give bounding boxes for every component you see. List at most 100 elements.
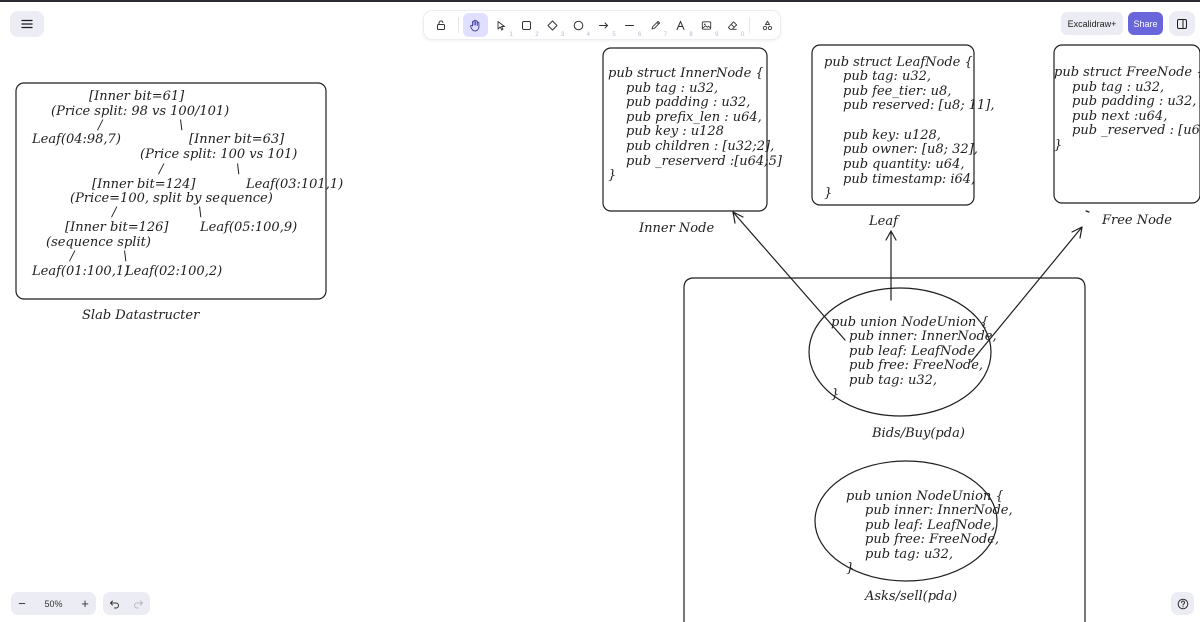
tool-eraser[interactable]: 0 — [720, 13, 746, 38]
bids-line: pub inner: InnerNode, — [849, 329, 997, 344]
slab-line: (Price split: 100 vs 101) — [140, 147, 297, 162]
inner-node-line: pub prefix_len : u64, — [626, 110, 762, 125]
stray-mark — [1085, 210, 1090, 213]
leaf-node-line: pub key: u128, — [843, 128, 941, 143]
slab-line: [Inner bit=126] — [65, 220, 169, 235]
free-node-caption: Free Node — [1101, 213, 1172, 228]
slab-line: \ — [123, 249, 127, 264]
bids-line: pub free: FreeNode, — [849, 358, 983, 373]
bids-ellipse[interactable] — [808, 287, 992, 417]
tool-text[interactable]: 8 — [668, 13, 694, 38]
tool-selection[interactable]: 1 — [488, 13, 514, 38]
slab-line: / — [110, 205, 118, 220]
help-button[interactable] — [1171, 592, 1194, 615]
tool-shortcut: 8 — [689, 32, 693, 38]
redo-button[interactable] — [127, 592, 151, 615]
slab-line: Leaf(01:100,1) — [31, 264, 129, 279]
free-node-line: pub struct FreeNode { — [1054, 65, 1200, 80]
slab-line: [Inner bit=61] — [89, 89, 185, 104]
inner-node-line: } — [608, 168, 616, 183]
tool-line[interactable]: 6 — [617, 13, 643, 38]
inner-node-line: pub key : u128 — [626, 124, 724, 139]
undo-icon — [110, 600, 120, 608]
leaf-node-box[interactable] — [811, 44, 975, 206]
redo-icon — [133, 600, 143, 608]
asks-line: } — [846, 561, 854, 576]
slab-line: \ — [236, 162, 240, 177]
slab-line: / — [68, 249, 76, 264]
slab-caption: Slab Datastructer — [82, 308, 200, 323]
asks-ellipse[interactable] — [814, 460, 998, 582]
main-menu-button[interactable] — [10, 11, 44, 37]
tool-hand[interactable] — [462, 13, 489, 37]
slab-line: (sequence split) — [46, 235, 151, 250]
inner-node-line: pub children : [u32;2], — [626, 139, 774, 154]
arrow-icon — [599, 22, 609, 28]
leaf-node-line: pub tag: u32, — [843, 69, 931, 84]
orderbook-box[interactable] — [683, 277, 1086, 622]
tool-rectangle[interactable]: 2 — [514, 13, 540, 38]
leaf-node-line: pub struct LeafNode { — [824, 55, 973, 70]
sidebar-icon — [1177, 18, 1187, 29]
image-icon — [702, 20, 712, 30]
slab-line: Leaf(05:100,9) — [199, 220, 297, 235]
help-icon — [1177, 598, 1188, 609]
hand-icon — [470, 19, 480, 31]
leaf-node-line: } — [824, 186, 832, 201]
free-node-line: pub tag : u32, — [1072, 80, 1164, 95]
text-icon — [676, 19, 685, 30]
tool-diamond[interactable]: 3 — [540, 13, 566, 38]
zoom-in-button[interactable]: + — [81, 596, 89, 611]
inner-node-line: pub padding : u32, — [626, 95, 750, 110]
shapes-icon — [762, 20, 772, 30]
asks-line: pub tag: u32, — [865, 547, 953, 562]
slab-line: \ — [179, 118, 183, 133]
inner-node-box[interactable] — [602, 47, 768, 212]
tool-shortcut: 2 — [535, 32, 539, 38]
slab-line: \ — [198, 205, 202, 220]
arrow-to-inner-node[interactable] — [732, 211, 846, 341]
tool-more-shapes[interactable] — [754, 13, 780, 37]
inner-node-caption: Inner Node — [638, 221, 714, 236]
tool-arrow[interactable]: 5 — [591, 13, 617, 38]
diamond-icon — [547, 20, 558, 30]
line-icon — [625, 24, 635, 26]
asks-caption: Asks/sell(pda) — [864, 589, 957, 604]
lock-icon — [436, 20, 445, 30]
free-node-box[interactable] — [1053, 44, 1200, 204]
asks-line: pub leaf: LeafNode, — [865, 518, 995, 533]
tool-shortcut: 4 — [586, 32, 591, 38]
zoom-controls: − 50% + — [11, 592, 96, 615]
zoom-out-button[interactable]: − — [18, 596, 26, 611]
asks-line: pub inner: InnerNode, — [865, 503, 1013, 518]
tool-shortcut: 3 — [560, 32, 565, 38]
library-sidebar-button[interactable] — [1169, 11, 1195, 36]
excalidraw-plus-button[interactable]: Excalidraw+ — [1061, 12, 1123, 35]
hamburger-icon — [21, 19, 33, 29]
circle-icon — [573, 20, 584, 30]
free-node-line: pub _reserved : [u64;9 — [1072, 123, 1200, 138]
asks-line: pub union NodeUnion { — [846, 489, 1004, 504]
share-button[interactable]: Share — [1128, 12, 1163, 35]
zoom-level[interactable]: 50% — [44, 598, 63, 609]
slab-line: Leaf(03:101,1) — [245, 177, 343, 192]
tool-image[interactable]: 9 — [694, 13, 720, 38]
tool-draw[interactable]: 7 — [642, 13, 668, 38]
bids-line: pub tag: u32, — [849, 373, 937, 388]
tool-ellipse[interactable]: 4 — [565, 13, 591, 38]
inner-node-line: pub tag : u32, — [626, 81, 718, 96]
eraser-icon — [727, 20, 737, 30]
undo-button[interactable] — [103, 592, 127, 615]
free-node-line: pub next :u64, — [1072, 109, 1167, 124]
slab-line: Leaf(04:98,7) — [31, 132, 121, 147]
slab-box[interactable] — [15, 82, 327, 300]
arrow-to-free-node[interactable] — [970, 226, 1083, 363]
tool-shortcut: 5 — [612, 32, 616, 38]
tool-lock[interactable] — [428, 13, 454, 37]
square-icon — [522, 20, 532, 30]
arrow-to-leaf[interactable] — [885, 230, 897, 301]
bids-line: } — [831, 387, 839, 402]
free-node-line: } — [1054, 138, 1062, 153]
slab-line: / — [96, 118, 104, 133]
